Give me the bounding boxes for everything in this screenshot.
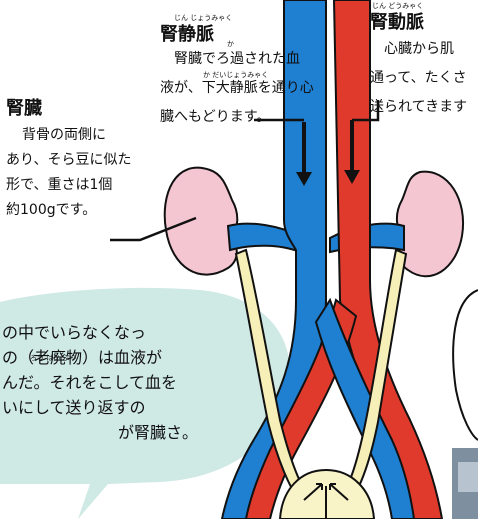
renal-artery-line-1: 心臓から肌 bbox=[370, 38, 478, 61]
renal-artery-description: 心臓から肌 通って、たくさ 送られてきます bbox=[370, 38, 478, 119]
renal-artery-reading: じん どうみゃく bbox=[372, 3, 423, 10]
renal-vein-line-1: 腎臓でろ過された血 bbox=[160, 48, 350, 71]
kidney-description: 背骨の両側に あり、そら豆に似た 形で、重さは1個 約100gです。 bbox=[6, 124, 156, 222]
renal-vein-description: 腎臓でろ過された血 液が、下大静脈を通り心 臓へもどります。 bbox=[160, 48, 350, 129]
renal-vein-title: 腎静脈 bbox=[160, 26, 214, 44]
renal-artery-line-3: 送られてきます bbox=[370, 96, 478, 119]
kidney-line-2: あり、そら豆に似た bbox=[6, 149, 156, 172]
kidney-line-3: 形で、重さは1個 bbox=[6, 174, 156, 197]
renal-artery-title: 腎動脈 bbox=[370, 14, 424, 32]
renal-vein-ruby-ka: か bbox=[227, 41, 234, 48]
speech-bubble-line-3: んだ。それをこして血を bbox=[0, 370, 280, 395]
left-kidney bbox=[165, 168, 238, 275]
speech-bubble-line-5: が腎臓さ。 bbox=[0, 420, 280, 445]
kidney-line-1: 背骨の両側に bbox=[6, 124, 156, 147]
right-kidney bbox=[397, 172, 463, 277]
kidney-line-4: 約100gです。 bbox=[6, 199, 156, 222]
renal-artery-line-2: 通って、たくさ bbox=[370, 67, 478, 90]
photo-thumbnail-highlight bbox=[458, 462, 478, 492]
renal-vein-line-2: 液が、下大静脈を通り心 bbox=[160, 77, 350, 100]
speech-bubble-line-2: の（老廃物）は血液が bbox=[0, 345, 280, 370]
partial-circle-outline bbox=[453, 290, 478, 440]
speech-bubble-line-4: いにして送り返すの bbox=[0, 395, 280, 420]
kidney-title: 腎臓 bbox=[6, 100, 42, 118]
speech-bubble-text: の中でいらなくなっ の（老廃物）は血液が んだ。それをこして血を いにして送り返… bbox=[0, 320, 280, 445]
renal-vein-line-3: 臓へもどります。 bbox=[160, 106, 350, 129]
speech-bubble-line-1: の中でいらなくなっ bbox=[0, 320, 280, 345]
renal-vein-reading: じん じょうみゃく bbox=[174, 15, 232, 22]
